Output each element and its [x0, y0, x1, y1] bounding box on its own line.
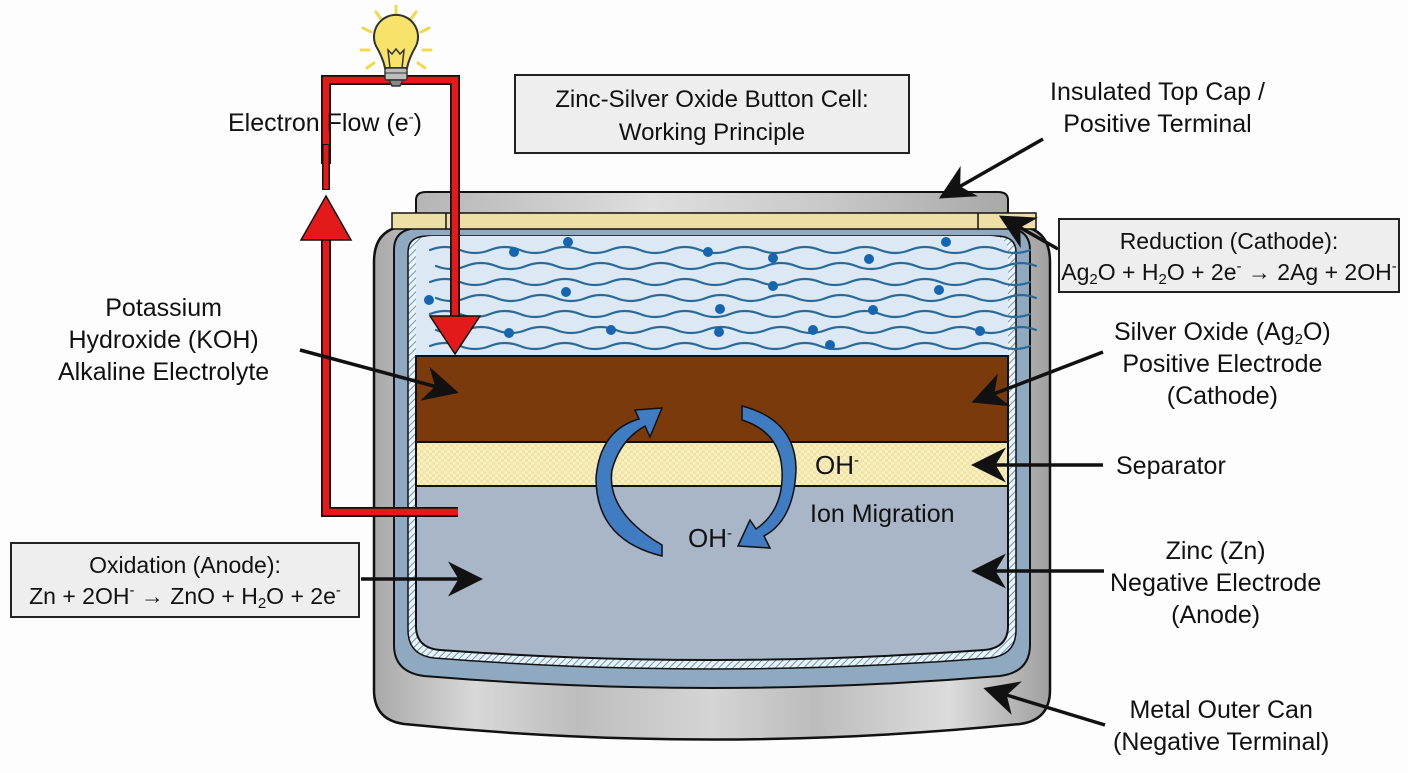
oxidation-reaction-box: Oxidation (Anode): Zn + 2OH- → ZnO + H2O…	[10, 542, 360, 618]
ion-dot	[768, 253, 778, 263]
ion-dot	[715, 304, 725, 314]
ion-dot	[864, 254, 874, 264]
ion-dot	[504, 328, 514, 338]
electrolyte-wave	[428, 309, 1032, 319]
diagram-title-box: Zinc-Silver Oxide Button Cell: Working P…	[514, 74, 910, 154]
label-koh-electrolyte: Potassium Hydroxide (KOH) Alkaline Elect…	[58, 294, 270, 386]
ion-dot	[606, 325, 616, 335]
ion-dot	[424, 295, 434, 305]
ion-dot	[563, 237, 573, 247]
oxidation-heading: Oxidation (Anode):	[89, 552, 281, 578]
ion-dot	[561, 287, 571, 297]
electrolyte-waves	[428, 245, 1038, 351]
label-silver-oxide-cathode: Silver Oxide (Ag2O) Positive Electrode (…	[1114, 318, 1331, 410]
electron-arrow-down	[428, 315, 482, 356]
electrolyte-wave	[428, 277, 1032, 287]
separator-layer	[415, 441, 1009, 487]
label-top-cap: Insulated Top Cap / Positive Terminal	[1050, 78, 1265, 138]
silver-oxide-cathode-layer	[415, 355, 1009, 443]
title-line-2: Working Principle	[618, 119, 806, 146]
ion-dot	[825, 340, 835, 350]
electrolyte-wave	[428, 245, 1032, 255]
light-bulb-icon	[359, 4, 433, 87]
title-line-1: Zinc-Silver Oxide Button Cell:	[555, 86, 869, 113]
zinc-anode-layer	[415, 485, 1009, 661]
ion-arrow-downward	[736, 405, 797, 549]
ion-dot	[768, 281, 778, 291]
label-separator: Separator	[1116, 452, 1226, 480]
ion-dot	[934, 285, 944, 295]
electrolyte-wave	[434, 261, 1038, 271]
reduction-reaction-box: Reduction (Cathode): Ag2O + H2O + 2e- → …	[1058, 218, 1400, 293]
ion-arrow-upward	[595, 407, 664, 557]
oxidation-equation: Zn + 2OH- → ZnO + H2O + 2e-	[29, 582, 341, 612]
ion-dot	[509, 247, 519, 257]
reduction-heading: Reduction (Cathode):	[1119, 228, 1339, 254]
ion-dot	[868, 305, 878, 315]
ion-migration-arrows	[595, 405, 797, 557]
label-zinc-anode: Zinc (Zn) Negative Electrode (Anode)	[1110, 537, 1322, 629]
electrolyte-ion-dots	[424, 237, 985, 350]
ion-dot	[941, 237, 951, 247]
label-metal-outer-can: Metal Outer Can (Negative Terminal)	[1113, 696, 1330, 756]
ion-dot	[808, 325, 818, 335]
electron-flow-label: Electron Flow (e-)	[228, 109, 422, 137]
electrolyte-wave	[434, 325, 1038, 335]
ion-label-lower: OH-	[688, 523, 732, 553]
ion-dot	[714, 327, 724, 337]
ion-label-upper: OH-	[815, 450, 859, 480]
callout-arrows	[299, 137, 1106, 727]
ion-migration-label: Ion Migration	[810, 500, 955, 528]
insulating-gasket	[391, 212, 1037, 230]
ion-dot	[975, 326, 985, 336]
reduction-equation: Ag2O + H2O + 2e- → 2Ag + 2OH-	[1061, 258, 1397, 288]
electrolyte-wave	[434, 293, 1038, 303]
electron-arrow-up	[299, 194, 353, 241]
ion-dot	[703, 247, 713, 257]
electrolyte-wave	[428, 341, 1032, 351]
